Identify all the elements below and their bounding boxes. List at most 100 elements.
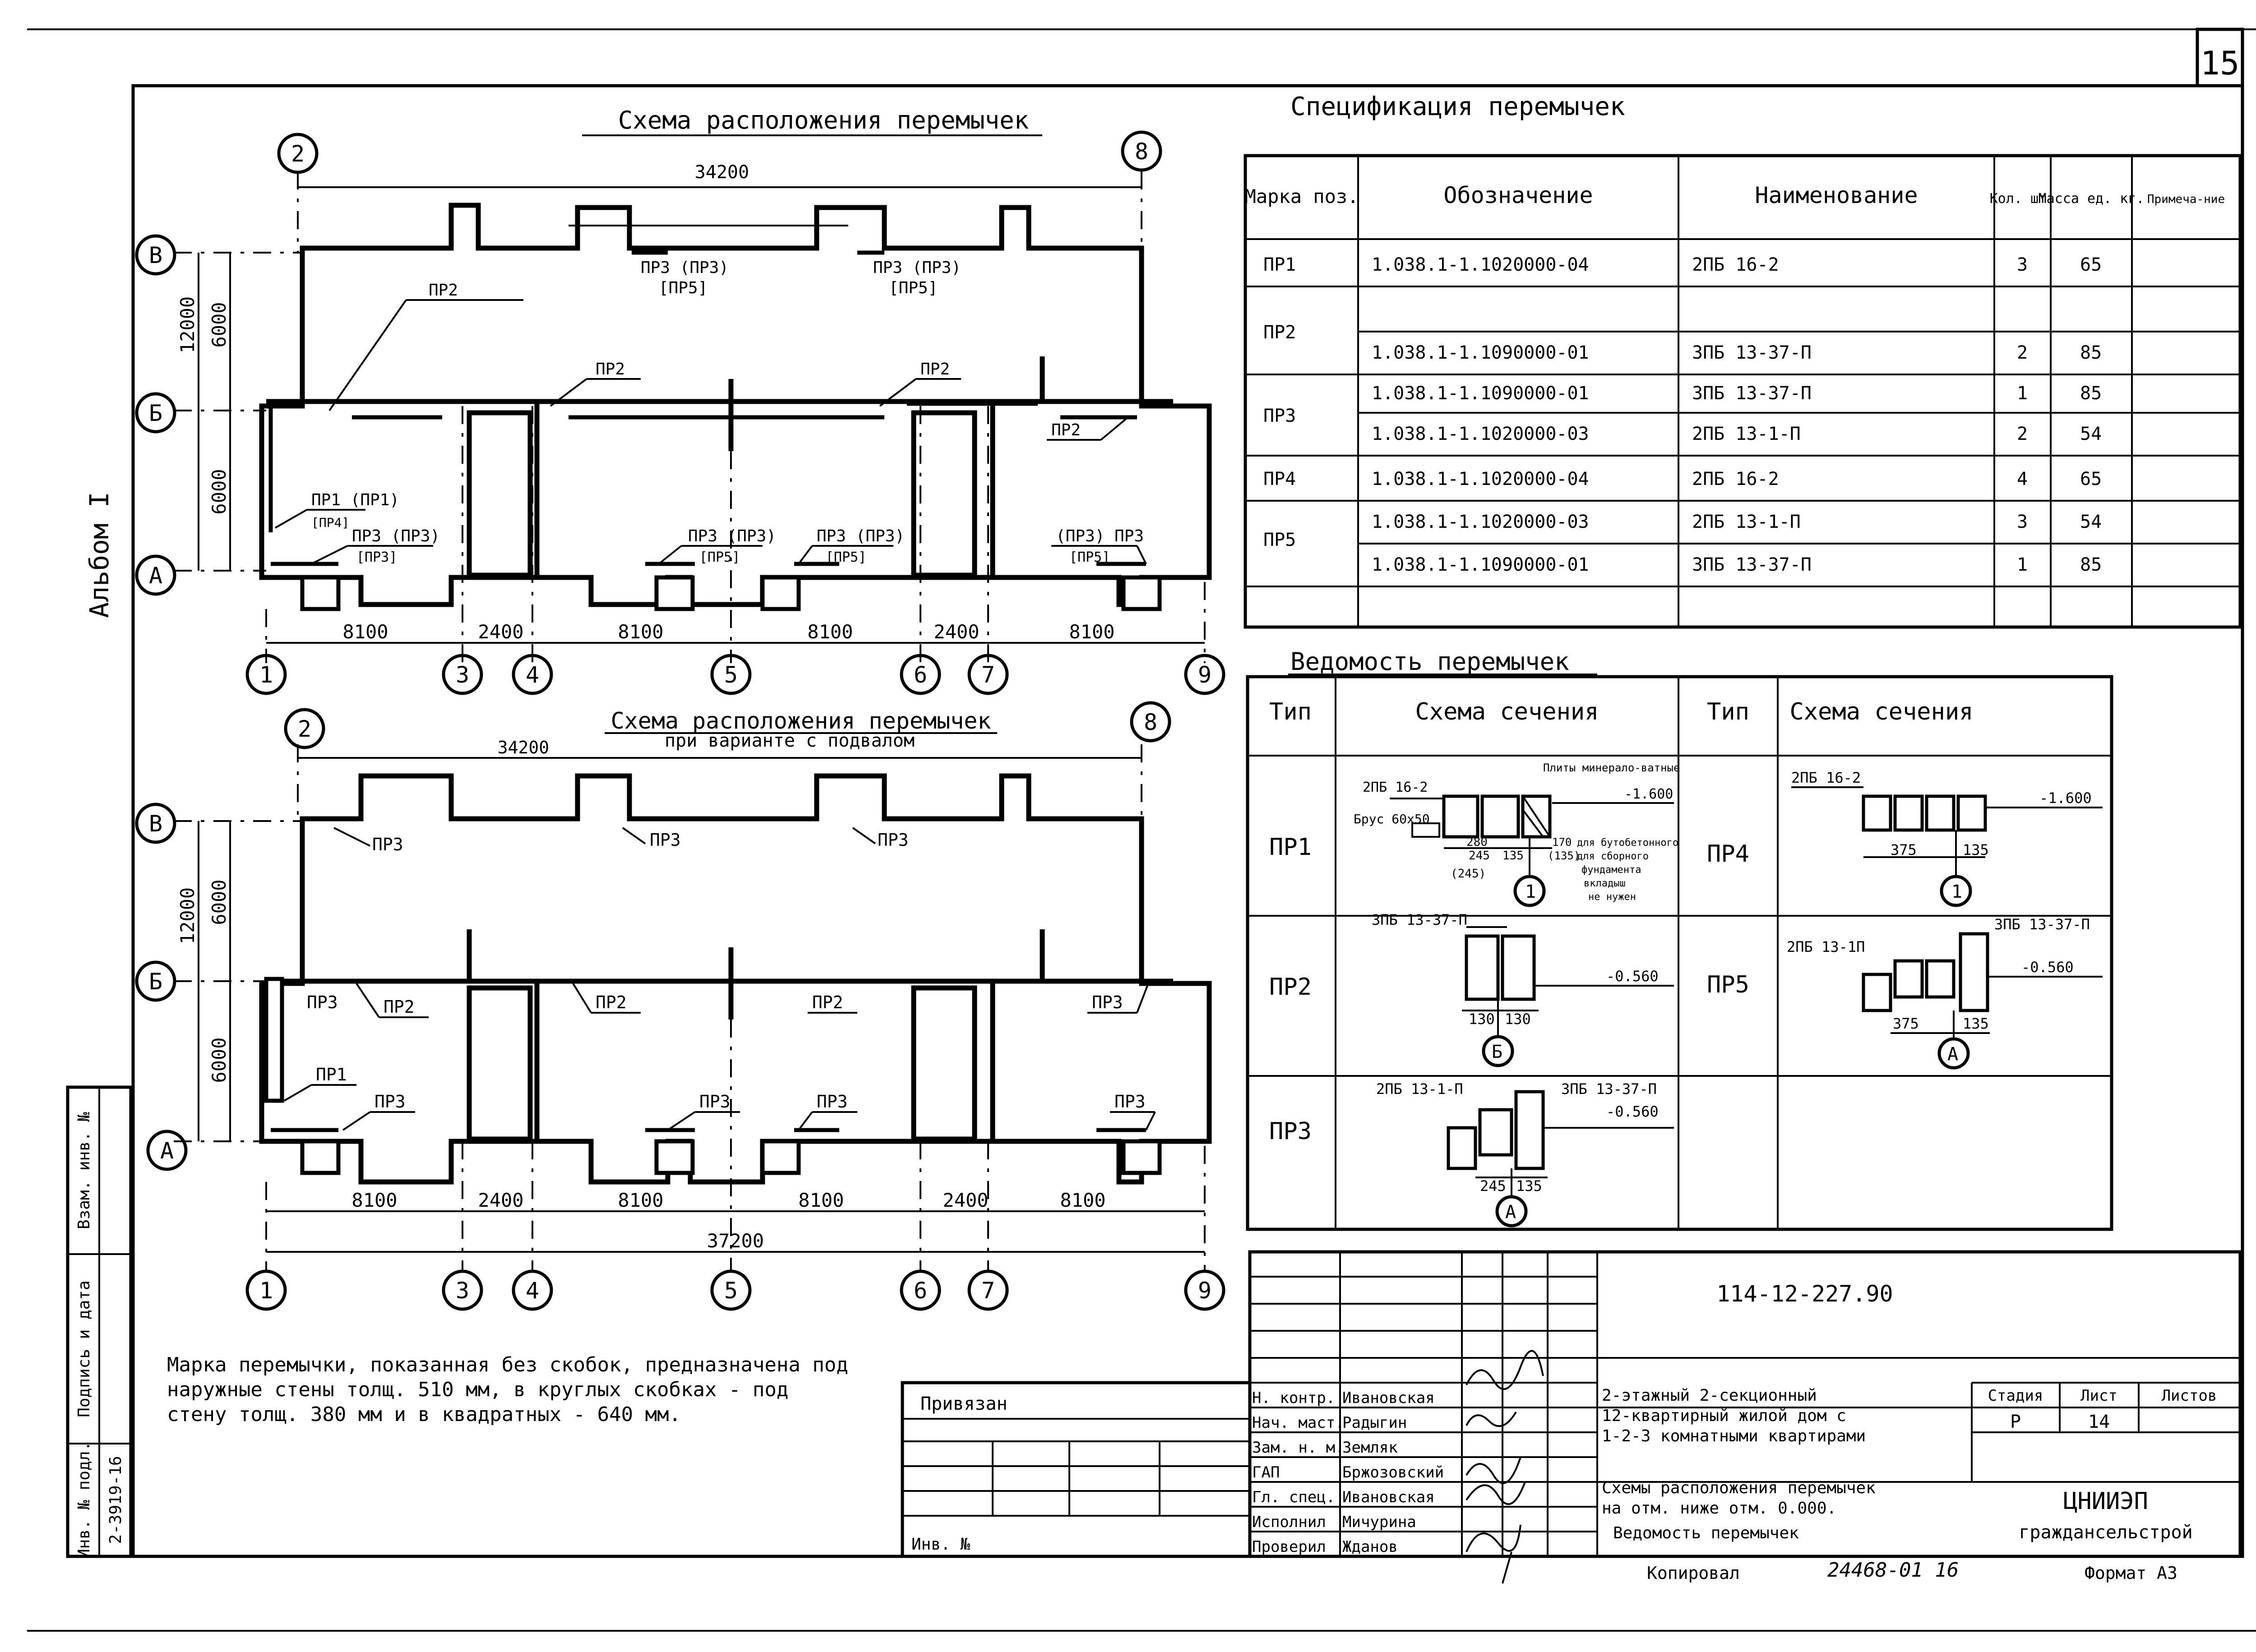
role-nach-mast: Нач. маст. — [1252, 1414, 1345, 1432]
pr3-lintel1: 2ПБ 13-1-П — [1376, 1080, 1463, 1098]
plan1-axis-6: 6 — [914, 662, 927, 688]
plan1-axis-1: 1 — [259, 662, 273, 688]
plan2-label-b1: ПР3 — [699, 1092, 730, 1112]
pr4-d1: 375 — [1891, 841, 1917, 858]
pr2-level: -0.560 — [1606, 968, 1659, 985]
pr1-d135: 135 — [1502, 849, 1524, 863]
format-label: Формат А3 — [2085, 1563, 2177, 1583]
pr1-section: 1 — [1525, 881, 1536, 902]
spec-row4-name: 3ПБ 13-37-П — [1692, 383, 1812, 404]
pr1-note1: для бутобетонного — [1577, 837, 1678, 849]
role-gap: ГАП — [1252, 1463, 1280, 1481]
pr1-d170: 170 — [1552, 836, 1572, 849]
pr5-lintel2: 3ПБ 13-37-П — [1994, 916, 2090, 933]
stage-label: Стадия — [1988, 1387, 2043, 1405]
name-6: Мичурина — [1342, 1513, 1416, 1531]
pr5-section: А — [1947, 1044, 1958, 1065]
plan2-dim-bottom-1: 8100 — [351, 1189, 397, 1211]
plan1-label-pr2-d: ПР2 — [1051, 421, 1081, 439]
plan2-label-p1: ПР1 — [316, 1065, 347, 1084]
plan2-axis-9: 9 — [1198, 1278, 1211, 1304]
plan2-dim-bottom-6: 8100 — [1060, 1189, 1105, 1211]
org-name-2: граждансельстрой — [2019, 1522, 2192, 1543]
side-inv-number: 2-3919-16 — [106, 1456, 125, 1544]
name-1: Ивановская — [1342, 1389, 1435, 1407]
plan2-label-b3: ПР3 — [1114, 1092, 1146, 1112]
plan2-label-m4: ПР2 — [812, 992, 843, 1012]
name-5: Ивановская — [1342, 1488, 1435, 1506]
pr5-level: -0.560 — [2021, 959, 2074, 976]
pr4-level: -1.600 — [2039, 789, 2092, 807]
pr2-d2: 130 — [1505, 1011, 1531, 1028]
plan2-axis-5: 5 — [724, 1278, 738, 1304]
plan2-axis-1: 1 — [259, 1278, 273, 1304]
pr5-lintel1: 2ПБ 13-1П — [1787, 938, 1865, 955]
stage-value: Р — [2010, 1412, 2021, 1432]
sheet-title-1: Схемы расположения перемычек — [1602, 1479, 1876, 1497]
spec-header-code: Обозначение — [1443, 182, 1593, 208]
plan2-axis-b: Б — [149, 969, 162, 995]
pr1-plity: Плиты минерало-ватные — [1543, 761, 1680, 774]
spec-row7-mass: 54 — [2080, 512, 2102, 532]
plan2-dim-left-2: 6000 — [208, 879, 230, 925]
doc-code: 114-12-227.90 — [1716, 1281, 1893, 1307]
plan1-label-pr3-b3: ПР3 (ПР3) — [817, 527, 905, 545]
pr1-level: -1.600 — [1624, 786, 1673, 802]
name-3: Земляк — [1342, 1439, 1398, 1457]
plan1-dim-bottom-3: 8100 — [618, 621, 663, 643]
plan1-dim-left-1: 12000 — [176, 296, 199, 353]
sheet-number: 15 — [2201, 44, 2240, 82]
spec-row7-name: 2ПБ 13-1-П — [1692, 512, 1801, 532]
vedomost-pr2-type: ПР2 — [1269, 974, 1312, 1001]
pr3-d2: 135 — [1516, 1177, 1542, 1195]
plan2-axis-7: 7 — [981, 1278, 995, 1304]
copy-number: 24468-01 16 — [1827, 1559, 1959, 1582]
stamp-privyazan: Привязан — [920, 1394, 1008, 1414]
org-name-1: ЦНИИЭП — [2063, 1488, 2148, 1515]
album-label: Альбом I — [84, 492, 115, 618]
spec-header-mark: Марка поз. — [1245, 185, 1359, 208]
note-line-1: Марка перемычки, показанная без скобок, … — [167, 1353, 848, 1376]
name-7: Жданов — [1342, 1538, 1398, 1556]
plan2-label-m3: ПР2 — [596, 992, 627, 1012]
title-block — [901, 1250, 2242, 1558]
spec-row5-code: 1.038.1-1.1020000-03 — [1372, 424, 1589, 444]
plan1-axis-markers — [135, 130, 1225, 695]
plan2-axis-4: 4 — [526, 1278, 539, 1304]
stamp-inv: Инв. № — [911, 1535, 970, 1554]
plan1-label-pr2-b: ПР2 — [596, 360, 625, 378]
plan2-dim-left-1: 12000 — [176, 887, 199, 944]
vedomost-pr1-type: ПР1 — [1269, 834, 1312, 861]
spec-row1-mark: ПР1 — [1263, 254, 1296, 275]
plan-1: Схема расположения перемычек — [174, 106, 1212, 663]
plan2-label-t3: ПР3 — [878, 830, 909, 850]
plan1-label-pr2-a: ПР2 — [429, 281, 458, 300]
pr3-d1: 245 — [1480, 1177, 1506, 1195]
spec-row7-mark: ПР5 — [1263, 530, 1296, 550]
pr5-d1: 375 — [1893, 1015, 1919, 1032]
plan1-total-dim: 34200 — [695, 162, 749, 183]
pr1-note5: не нужен — [1588, 891, 1636, 903]
plan2-dim-bottom-5: 2400 — [943, 1189, 988, 1211]
plan2-dim-left-3: 6000 — [208, 1037, 230, 1083]
project-line-3: 1-2-3 комнатными квартирами — [1602, 1427, 1866, 1445]
plan2-axis-v: В — [149, 811, 162, 837]
spec-row1-qty: 3 — [2017, 254, 2028, 275]
plan-2 — [174, 744, 1212, 1270]
plan2-total-dim: 37200 — [707, 1230, 764, 1252]
plan2-label-t2: ПР3 — [650, 830, 681, 850]
list-label: Лист — [2080, 1387, 2117, 1405]
pr3-lintel2: 3ПБ 13-37-П — [1561, 1080, 1657, 1098]
plan2-label-m1: ПР3 — [307, 992, 338, 1012]
spec-row1-mass: 65 — [2080, 254, 2102, 275]
plan2-dim-bottom-2: 2400 — [478, 1189, 523, 1211]
pr2-section: Б — [1492, 1042, 1502, 1062]
spec-row4-mass: 85 — [2080, 383, 2102, 404]
vedomost-header-scheme2: Схема сечения — [1790, 698, 1974, 725]
vedomost-title: Ведомость перемычек — [1290, 647, 1569, 676]
pr4-section: 1 — [1951, 881, 1962, 902]
spec-row3-mass: 85 — [2080, 342, 2102, 363]
side-vzam: Взам. инв. № — [75, 1112, 93, 1229]
plan1-dim-bottom-1: 8100 — [342, 621, 388, 643]
pr3-section-drawing — [1447, 1090, 1674, 1227]
